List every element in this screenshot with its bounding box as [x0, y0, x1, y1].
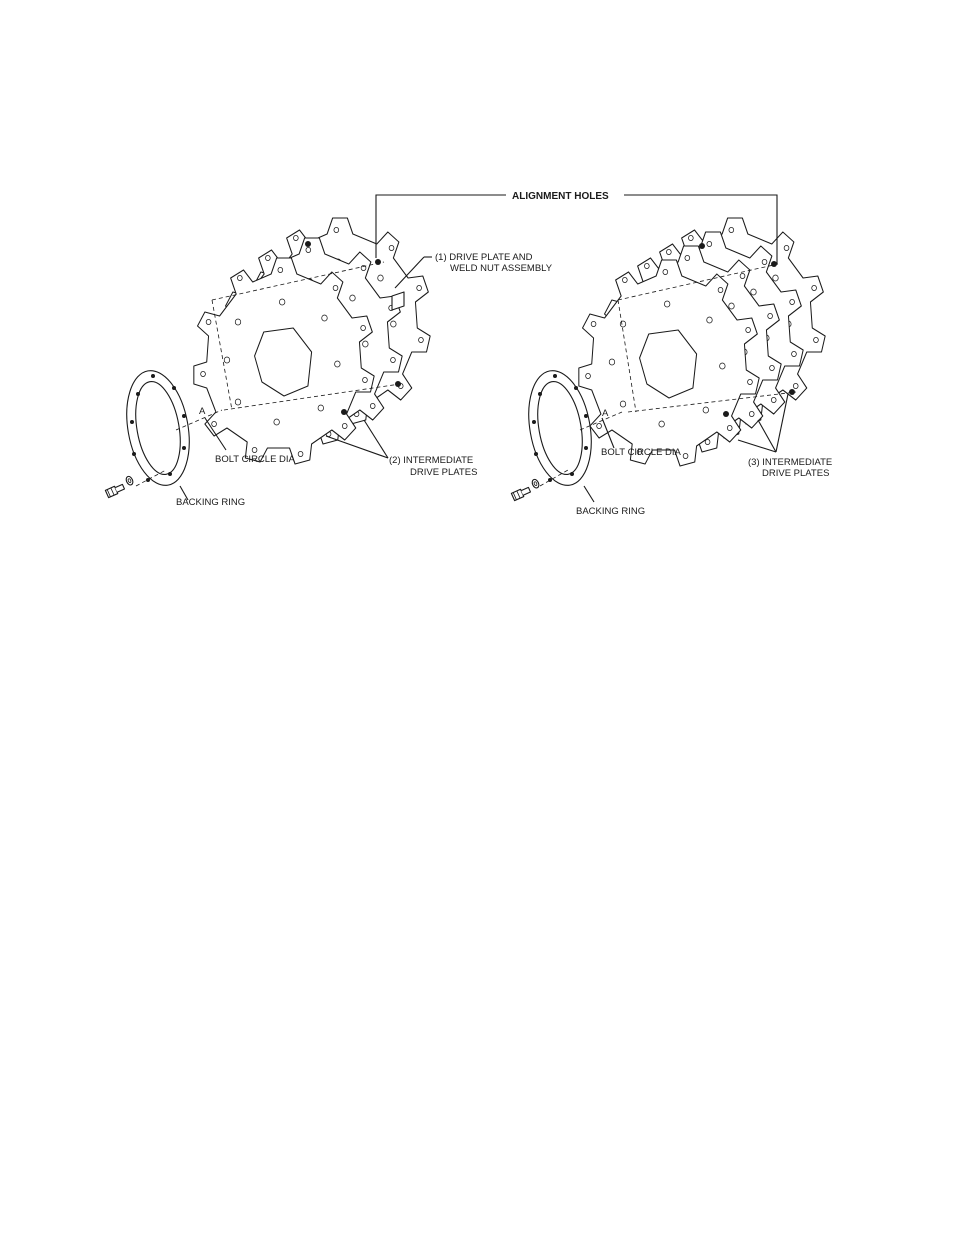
left-backing-ring: [117, 365, 199, 491]
label-left-point-a: A: [199, 406, 206, 417]
right-bolt-and-washer: [509, 477, 542, 502]
label-left-bolt-circle: BOLT CIRCLE DIA: [215, 454, 296, 465]
label-right-bolt-circle: BOLT CIRCLE DIA: [601, 447, 682, 458]
label-drive-plate-line1: (1) DRIVE PLATE AND: [435, 252, 533, 263]
label-right-point-a: A: [602, 408, 609, 419]
right-assembly: [509, 218, 825, 502]
alignment-holes-bracket: [375, 194, 778, 264]
label-right-intermediate-line2: DRIVE PLATES: [762, 468, 829, 479]
label-right-intermediate-line1: (3) INTERMEDIATE: [748, 457, 832, 468]
label-left-backing-ring: BACKING RING: [176, 497, 245, 508]
label-left-intermediate-line1: (2) INTERMEDIATE: [389, 455, 473, 466]
label-alignment-holes: ALIGNMENT HOLES: [512, 191, 609, 202]
left-bolt-and-washer: [103, 474, 136, 499]
left-assembly: [103, 218, 430, 499]
label-drive-plate-line2: WELD NUT ASSEMBLY: [450, 263, 553, 274]
label-right-backing-ring: BACKING RING: [576, 506, 645, 517]
label-left-intermediate-line2: DRIVE PLATES: [410, 467, 477, 478]
